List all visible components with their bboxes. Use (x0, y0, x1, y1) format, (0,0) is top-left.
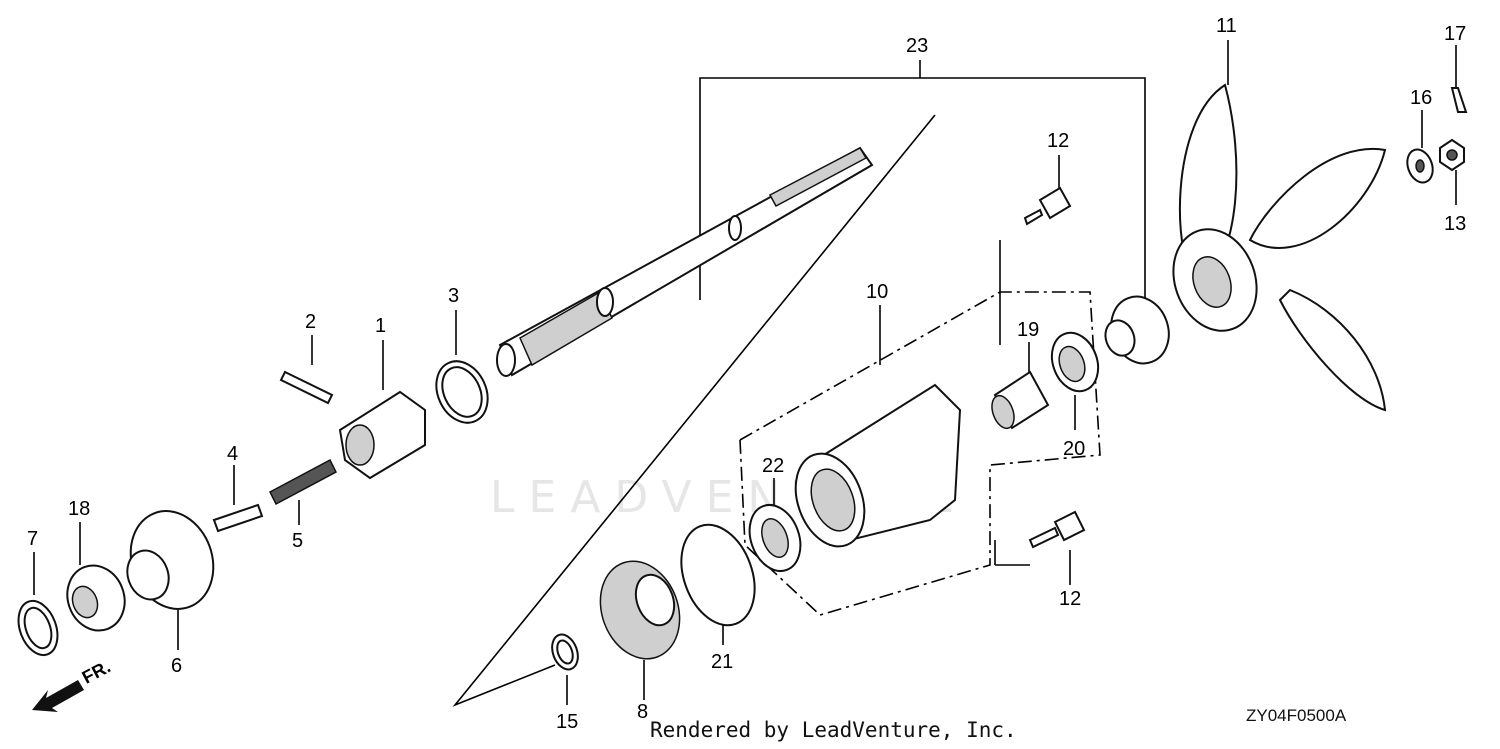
callout-21: 21 (711, 651, 733, 673)
callout-5: 5 (292, 530, 303, 552)
part-11-propeller (1172, 83, 1387, 412)
callout-23: 23 (906, 35, 928, 57)
assembly-bracket-23 (699, 60, 1146, 300)
callout-12-lower: 12 (1059, 588, 1081, 610)
callout-2: 2 (305, 311, 316, 333)
part-10-bearing-holder (794, 383, 962, 548)
part-20-oil-seal (1050, 331, 1100, 393)
callout-18: 18 (68, 498, 90, 520)
part-18-bearing (66, 564, 126, 632)
part-7-washer (17, 599, 59, 657)
part-19-needle-bearing (991, 370, 1050, 430)
part-17-cotter-pin (1450, 87, 1468, 113)
part-15-washer (551, 633, 579, 671)
part-22-bearing (748, 504, 802, 572)
part-13-castle-nut (1439, 138, 1465, 172)
front-arrow-icon (32, 680, 84, 712)
callout-16: 16 (1410, 87, 1432, 109)
part-12-bolt-lower (1028, 510, 1086, 549)
callout-10: 10 (866, 281, 888, 303)
callout-19: 19 (1017, 319, 1039, 341)
cone-outline (452, 114, 936, 707)
propeller-shaft (496, 146, 874, 377)
part-4-pin (212, 503, 264, 533)
callout-11: 11 (1216, 15, 1237, 37)
callout-22: 22 (762, 455, 784, 477)
callout-1: 1 (375, 315, 386, 337)
credit-text: Rendered by LeadVenture, Inc. (650, 718, 1017, 742)
part-21-o-ring (680, 523, 756, 627)
callout-4: 4 (227, 443, 238, 465)
callout-8: 8 (637, 701, 648, 723)
callout-3: 3 (448, 285, 459, 307)
part-12-bolt-upper (1023, 186, 1072, 226)
callout-20: 20 (1063, 438, 1085, 460)
callout-labels: 1 2 3 4 5 6 7 8 10 11 12 12 13 15 16 17 … (27, 15, 1466, 733)
leader-lines (33, 40, 1457, 705)
callout-13: 13 (1444, 213, 1466, 235)
callout-17: 17 (1444, 23, 1466, 45)
callout-7: 7 (27, 528, 38, 550)
part-8-reverse-gear (599, 560, 681, 660)
part-2-pin (279, 370, 334, 405)
part-5-spring (269, 458, 337, 506)
diagram-code: ZY04F0500A (1246, 706, 1347, 725)
part-3-ring (435, 360, 489, 424)
callout-15: 15 (556, 711, 578, 733)
part-16-washer (1406, 148, 1434, 184)
thrust-washer (1104, 295, 1170, 365)
part-6-forward-gear (126, 510, 215, 610)
callout-6: 6 (171, 655, 182, 677)
part-1-clutch-dog (338, 390, 426, 480)
callout-12-upper: 12 (1047, 130, 1069, 152)
